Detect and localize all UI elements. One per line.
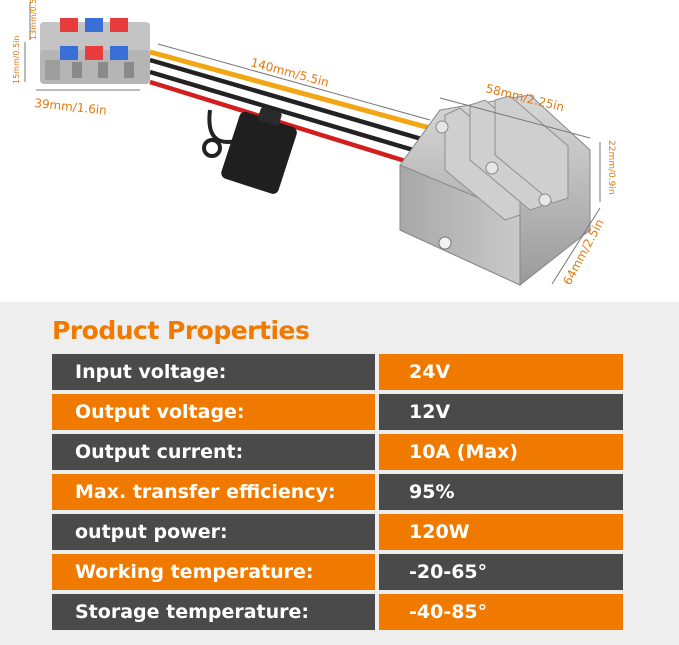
- property-value: 120W: [379, 514, 623, 550]
- property-label: Storage temperature:: [52, 594, 375, 630]
- property-value: 24V: [379, 354, 623, 390]
- table-row: Output current: 10A (Max): [52, 434, 623, 470]
- properties-panel: Product Properties Input voltage: 24V Ou…: [0, 302, 679, 645]
- property-value: 12V: [379, 394, 623, 430]
- property-label: Output voltage:: [52, 394, 375, 430]
- table-row: Input voltage: 24V: [52, 354, 623, 390]
- table-row: Max. transfer efficiency: 95%: [52, 474, 623, 510]
- dim-module-height: 22mm/0.9in: [606, 140, 616, 195]
- property-value: -40-85°: [379, 594, 623, 630]
- property-value: 10A (Max): [379, 434, 623, 470]
- table-row: Storage temperature: -40-85°: [52, 594, 623, 630]
- properties-title: Product Properties: [52, 316, 310, 345]
- property-label: Output current:: [52, 434, 375, 470]
- dim-connector-length: 39mm/1.6in: [34, 96, 108, 118]
- dim-connector-height: 13mm/0.5in: [29, 0, 38, 40]
- product-image-area: 13mm/0.5in 15mm/0.5in 39mm/1.6in 140mm/5…: [0, 0, 679, 302]
- dim-connector-width: 15mm/0.5in: [12, 36, 21, 84]
- dimension-lines: [24, 2, 601, 285]
- property-label: Input voltage:: [52, 354, 375, 390]
- converter-module: [399, 94, 591, 286]
- fuse-holder: [202, 107, 297, 194]
- wire-bundle: [149, 49, 431, 167]
- property-value: 95%: [379, 474, 623, 510]
- table-row: output power: 120W: [52, 514, 623, 550]
- property-label: output power:: [52, 514, 375, 550]
- property-value: -20-65°: [379, 554, 623, 590]
- table-row: Working temperature: -20-65°: [52, 554, 623, 590]
- table-row: Output voltage: 12V: [52, 394, 623, 430]
- product-illustration: 13mm/0.5in 15mm/0.5in 39mm/1.6in 140mm/5…: [12, 0, 616, 287]
- property-label: Working temperature:: [52, 554, 375, 590]
- property-label: Max. transfer efficiency:: [52, 474, 375, 510]
- properties-table: Input voltage: 24V Output voltage: 12V O…: [52, 354, 623, 634]
- lever-connectors: [40, 18, 150, 84]
